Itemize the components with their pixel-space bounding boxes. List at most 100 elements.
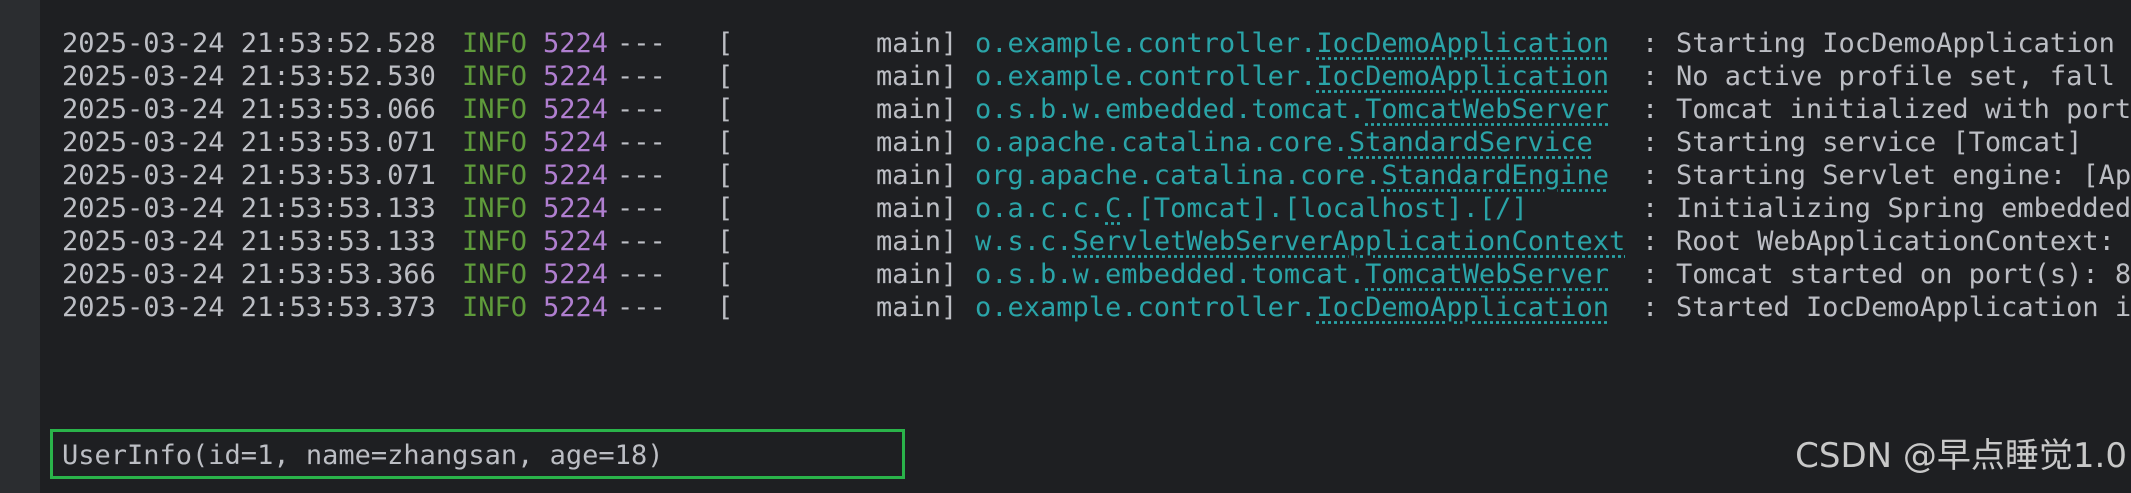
logger-package: org.apache.catalina.core. (975, 160, 1382, 191)
log-thread: main] (876, 127, 958, 158)
log-colon: : (1642, 259, 1659, 290)
log-logger-name: o.s.b.w.embedded.tomcat.TomcatWebServer (975, 88, 1609, 132)
log-logger-name: o.example.controller.IocDemoApplication (975, 55, 1609, 99)
log-message: Tomcat initialized with port (1676, 94, 2131, 125)
log-message: No active profile set, fall (1676, 61, 2115, 92)
log-thread: main] (876, 226, 958, 257)
log-level: INFO (462, 193, 528, 224)
logger-class-link[interactable]: TomcatWebServer (1365, 259, 1609, 290)
log-level: INFO (462, 226, 528, 257)
log-timestamp: 2025-03-24 21:53:53.373 (62, 292, 436, 323)
program-output-line[interactable]: UserInfo(id=1, name=zhangsan, age=18) (62, 440, 664, 471)
log-thread: main] (876, 61, 958, 92)
log-colon: : (1642, 226, 1659, 257)
logger-suffix: .[Tomcat].[localhost].[/] (1121, 193, 1528, 224)
log-separator: --- (617, 160, 666, 191)
logger-class-link[interactable]: IocDemoApplication (1316, 292, 1609, 323)
log-level: INFO (462, 259, 528, 290)
log-timestamp: 2025-03-24 21:53:52.530 (62, 61, 436, 92)
log-separator: --- (617, 292, 666, 323)
log-thread: main] (876, 292, 958, 323)
log-thread-bracket: [ (717, 193, 734, 224)
logger-package: w.s.c. (975, 226, 1073, 257)
logger-package: o.s.b.w.embedded.tomcat. (975, 259, 1366, 290)
log-thread-bracket: [ (717, 61, 734, 92)
logger-package: o.s.b.w.embedded.tomcat. (975, 94, 1366, 125)
log-timestamp: 2025-03-24 21:53:53.066 (62, 94, 436, 125)
log-thread: main] (876, 259, 958, 290)
log-thread: main] (876, 160, 958, 191)
log-logger-name: o.example.controller.IocDemoApplication (975, 286, 1609, 330)
log-separator: --- (617, 94, 666, 125)
log-thread: main] (876, 193, 958, 224)
log-timestamp: 2025-03-24 21:53:53.133 (62, 226, 436, 257)
log-pid: 5224 (543, 61, 609, 92)
log-level: INFO (462, 94, 528, 125)
log-timestamp: 2025-03-24 21:53:52.528 (62, 28, 436, 59)
log-thread: main] (876, 28, 958, 59)
log-pid: 5224 (543, 193, 609, 224)
log-thread-bracket: [ (717, 94, 734, 125)
log-separator: --- (617, 259, 666, 290)
log-colon: : (1642, 94, 1659, 125)
log-colon: : (1642, 61, 1659, 92)
log-logger-name: o.example.controller.IocDemoApplication (975, 22, 1609, 66)
log-timestamp: 2025-03-24 21:53:53.133 (62, 193, 436, 224)
log-logger-name: o.s.b.w.embedded.tomcat.TomcatWebServer (975, 253, 1609, 297)
logger-class-link[interactable]: IocDemoApplication (1316, 28, 1609, 59)
log-colon: : (1642, 28, 1659, 59)
logger-class-link[interactable]: StandardService (1348, 127, 1593, 158)
log-message: Initializing Spring embedded (1676, 193, 2131, 224)
log-pid: 5224 (543, 94, 609, 125)
logger-class-link[interactable]: ServletWebServerApplicationContext (1072, 226, 1626, 257)
log-level: INFO (462, 127, 528, 158)
log-separator: --- (617, 61, 666, 92)
logger-class-link[interactable]: TomcatWebServer (1365, 94, 1609, 125)
log-separator: --- (617, 127, 666, 158)
log-colon: : (1642, 160, 1659, 191)
log-level: INFO (462, 292, 528, 323)
log-pid: 5224 (543, 292, 609, 323)
logger-package: o.a.c.c. (975, 193, 1106, 224)
log-level: INFO (462, 61, 528, 92)
log-separator: --- (617, 193, 666, 224)
log-timestamp: 2025-03-24 21:53:53.071 (62, 127, 436, 158)
log-thread-bracket: [ (717, 292, 734, 323)
log-level: INFO (462, 28, 528, 59)
log-message: Starting Servlet engine: [Ap (1676, 160, 2131, 191)
log-thread-bracket: [ (717, 28, 734, 59)
log-message: Started IocDemoApplication i (1676, 292, 2131, 323)
logger-package: o.example.controller. (975, 28, 1317, 59)
log-pid: 5224 (543, 127, 609, 158)
log-pid: 5224 (543, 160, 609, 191)
log-colon: : (1642, 193, 1659, 224)
log-message: Tomcat started on port(s): 8 (1676, 259, 2131, 290)
log-colon: : (1642, 127, 1659, 158)
log-logger-name: org.apache.catalina.core.StandardEngine (975, 154, 1609, 198)
log-separator: --- (617, 226, 666, 257)
log-logger-name: o.apache.catalina.core.StandardService (975, 121, 1593, 165)
log-timestamp: 2025-03-24 21:53:53.071 (62, 160, 436, 191)
log-message: Starting service [Tomcat] (1676, 127, 2083, 158)
logger-class-link[interactable]: StandardEngine (1381, 160, 1609, 191)
log-separator: --- (617, 28, 666, 59)
log-pid: 5224 (543, 259, 609, 290)
log-pid: 5224 (543, 28, 609, 59)
highlight-box (50, 429, 905, 479)
logger-class-link[interactable]: IocDemoApplication (1316, 61, 1609, 92)
log-thread-bracket: [ (717, 127, 734, 158)
log-timestamp: 2025-03-24 21:53:53.366 (62, 259, 436, 290)
logger-package: o.apache.catalina.core. (975, 127, 1349, 158)
editor-gutter (0, 0, 40, 493)
log-message: Starting IocDemoApplication (1676, 28, 2115, 59)
logger-package: o.example.controller. (975, 292, 1317, 323)
logger-class-link[interactable]: C (1105, 193, 1122, 224)
log-logger-name: w.s.c.ServletWebServerApplicationContext (975, 220, 1625, 264)
log-colon: : (1642, 292, 1659, 323)
log-thread-bracket: [ (717, 160, 734, 191)
log-message: Root WebApplicationContext: (1676, 226, 2115, 257)
log-level: INFO (462, 160, 528, 191)
log-logger-name: o.a.c.c.C.[Tomcat].[localhost].[/] (975, 187, 1528, 231)
logger-package: o.example.controller. (975, 61, 1317, 92)
